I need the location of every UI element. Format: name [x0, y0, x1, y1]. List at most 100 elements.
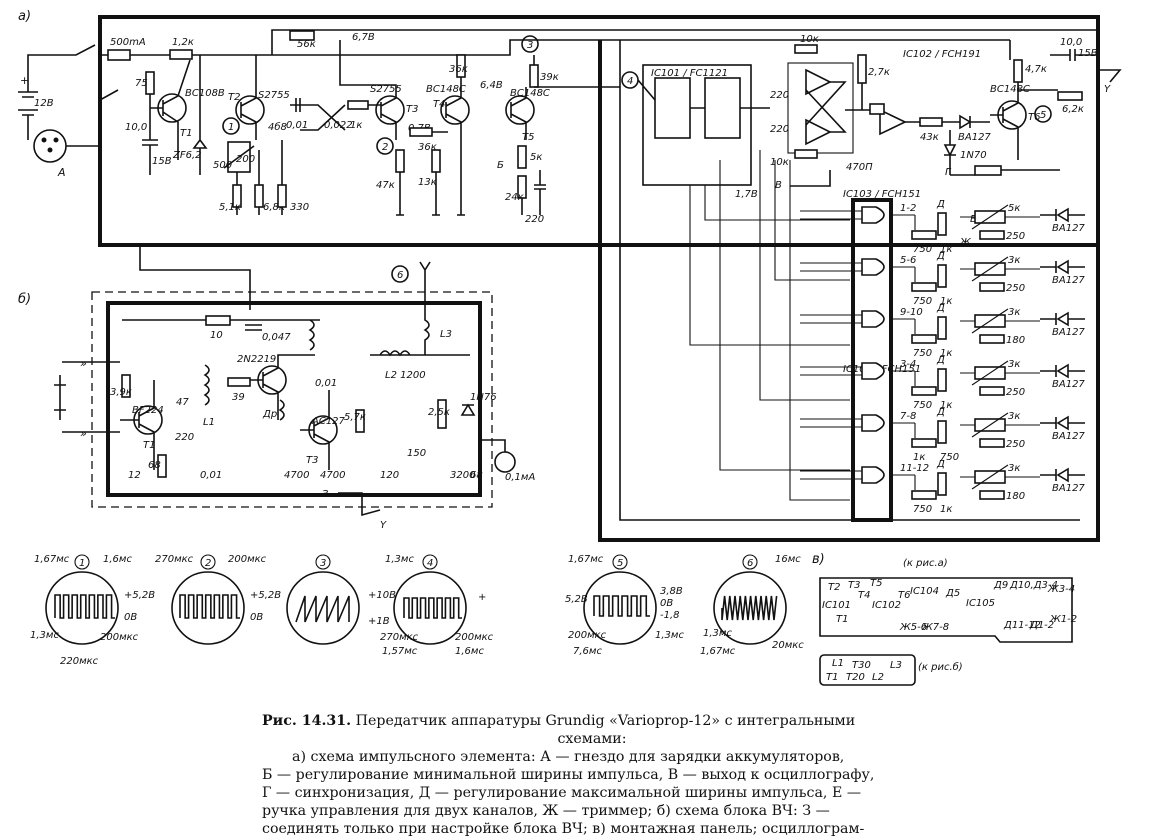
nand-gate-2	[805, 118, 832, 146]
v-46-label: 4б8	[268, 121, 287, 133]
w4-t1: 1,3мс	[385, 554, 414, 565]
zener-diode	[192, 55, 208, 175]
ic103-ic104-frame	[851, 198, 893, 522]
w1-b2: 200мкс	[100, 632, 139, 643]
transistor-t5	[505, 95, 535, 125]
svg-text:»: »	[80, 357, 87, 370]
channel-diode	[1040, 311, 1085, 327]
scope-screen	[286, 571, 360, 645]
channel-diode-label: BA127	[1052, 379, 1085, 390]
channel-resistor-a	[911, 282, 937, 292]
channel-gate	[861, 362, 885, 380]
channel-pot-label: 3к	[1008, 307, 1020, 318]
r-1k-label: 1к	[350, 120, 362, 131]
w3-v1: +10В	[368, 590, 396, 601]
channel-pot-label: 5к	[1008, 203, 1020, 214]
panel-a-label: T4	[858, 590, 870, 601]
channel-pins: 1-2	[900, 203, 916, 214]
channel-trimmer	[979, 230, 1005, 240]
channel-resistor-a	[911, 386, 937, 396]
section-label-a: а)	[18, 9, 31, 24]
w6-b3: 1,67мс	[700, 646, 736, 657]
rf-r-68-b-label: 68	[470, 470, 483, 481]
w5-v0: 5,2В	[565, 594, 588, 605]
rf-l3-label: L3	[440, 329, 452, 340]
caption-legend-line4: ручка управления для двух каналов, Ж — т…	[262, 803, 830, 819]
rf-2n2219-label: 2N2219	[237, 354, 276, 365]
channel-resistor-b	[937, 368, 947, 392]
caption-legend-line2: Б — регулирование минимальной ширины имп…	[262, 767, 875, 783]
r-39k-label: 39к	[540, 72, 559, 83]
channel-trim-label: 180	[1006, 335, 1025, 346]
rf-block-frame	[106, 301, 482, 497]
antenna-l3	[419, 261, 431, 355]
d-ba127-label: BA127	[958, 132, 991, 143]
scope-number-badge	[74, 554, 90, 570]
w5-t1: 1,67мс	[568, 554, 604, 565]
transistor-t2	[235, 95, 265, 125]
panel-a-label: T5	[870, 578, 882, 589]
svg-text:6: 6	[397, 270, 403, 281]
c-15v-label: 15В	[152, 156, 172, 167]
panel-b-label: L1	[832, 658, 844, 669]
v-67-label: 6,7В	[352, 32, 375, 43]
c-001-label: 0,01	[286, 120, 308, 131]
channel-ra-label: 750	[913, 504, 932, 515]
w4-b4: 1,6мс	[455, 646, 484, 657]
channel-trim-label: 250	[1006, 231, 1025, 242]
channel-trim-label: 250	[1006, 283, 1025, 294]
t4-name: T4	[433, 99, 445, 110]
w5-v3: -1,8	[660, 610, 680, 621]
r-47k-b-label: 4,7к	[1025, 64, 1047, 75]
top-wire	[271, 29, 1098, 55]
rf-c-120-label: 120	[380, 470, 399, 481]
channel-pins: 7-8	[900, 411, 916, 422]
battery-pack: 12В +	[18, 70, 54, 140]
power-switch	[27, 44, 119, 147]
rf-r-220-label: 220	[175, 432, 194, 443]
c-220-label: 220	[525, 214, 544, 225]
rf-r-10-label: 10	[210, 330, 223, 341]
channel-ra-label: 750	[913, 348, 932, 359]
b-mark: Б	[497, 160, 504, 171]
r-13k-label: 13к	[418, 177, 437, 188]
channel-resistor-a	[911, 334, 937, 344]
g-mark: Г	[945, 167, 952, 178]
battery-voltage: 12В	[34, 98, 54, 109]
panel-a-label: T6	[898, 590, 910, 601]
rf-dr-label: Др	[262, 409, 277, 420]
rf-c-12-label: 12	[128, 470, 141, 481]
caption-legend-line5: соединять только при настройке блока ВЧ;…	[262, 821, 865, 837]
r-10k-b-label: 10к	[770, 157, 789, 168]
rf-t3-label: T3	[306, 455, 318, 466]
rf-r-68-label: 68	[148, 460, 161, 471]
panel-a-label: Ж7-8	[921, 622, 949, 633]
panel-a-label: Д9	[993, 580, 1008, 591]
channel-rb-label: 1к	[940, 504, 952, 515]
rf-l2-label: L2 1200	[385, 370, 426, 381]
jack-label: А	[57, 166, 66, 179]
rf-z-mark: З	[322, 489, 329, 500]
channel-pot-label: 3к	[1008, 411, 1020, 422]
w2-t1: 270мкс	[155, 554, 194, 565]
zener-label: ZF6,2	[172, 150, 202, 161]
channel-pins: 5-6	[900, 255, 916, 266]
rf-r-57k-label: 5,7к	[344, 412, 366, 423]
channel-trimmer	[979, 438, 1005, 448]
svg-text:2: 2	[382, 142, 388, 153]
scope-number-badge	[422, 554, 438, 570]
panel-a-label: IC102	[872, 600, 901, 611]
channel-resistor-b	[937, 264, 947, 288]
figure-number: Рис. 14.31.	[262, 713, 352, 729]
r-68k-label: 6,8к	[263, 202, 285, 213]
c-220-b-label: 220	[770, 124, 789, 135]
w1-b1: 1,3мс	[30, 630, 59, 641]
scope-screen	[45, 571, 119, 645]
t3-name: T3	[406, 104, 418, 115]
c-100-label: 10,0	[1060, 37, 1082, 48]
c-470-label: 470П	[846, 162, 873, 173]
